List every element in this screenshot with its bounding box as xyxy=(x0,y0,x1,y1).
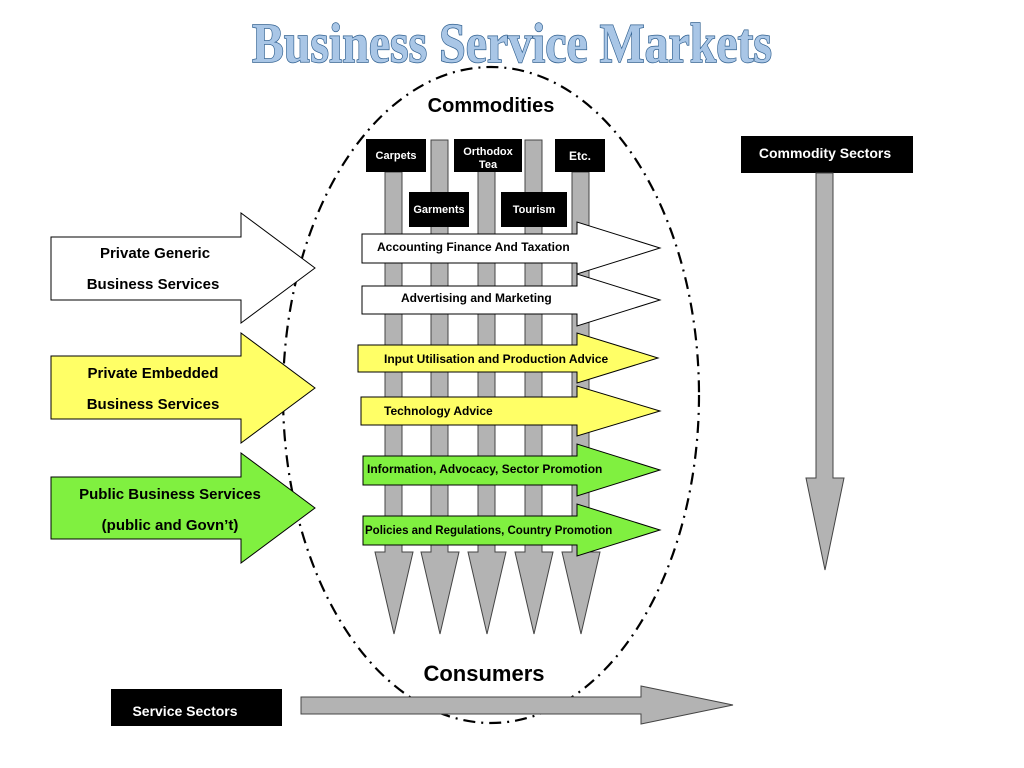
consumers-label: Consumers xyxy=(423,661,544,686)
commodities-label: Commodities xyxy=(428,95,555,117)
service-arrow-information xyxy=(362,443,662,497)
service-arrow-technology xyxy=(360,385,662,437)
service-label-advertising: Advertising and Marketing xyxy=(401,291,552,305)
service-arrow-input xyxy=(357,332,660,384)
provider-arrow-private-embedded xyxy=(50,332,316,444)
service-sectors-label: Service Sectors xyxy=(132,703,237,719)
private-embedded-line2: Business Services xyxy=(87,396,220,413)
orthodox-tea-box xyxy=(454,139,522,172)
service-labels: Accounting Finance And Taxation Advertis… xyxy=(365,240,612,537)
garments-box xyxy=(409,192,469,227)
private-generic-line2: Business Services xyxy=(87,276,220,293)
service-label-accounting: Accounting Finance And Taxation xyxy=(377,240,570,254)
shaft-orthodox-tea xyxy=(467,139,507,635)
private-generic-line1: Private Generic xyxy=(100,245,210,262)
orthodox-tea-label-line1: Orthodox xyxy=(463,146,513,158)
service-arrow-policies xyxy=(362,503,662,557)
commodity-labels: Carpets Orthodox Tea Etc. Garments Touri… xyxy=(366,139,605,227)
service-label-technology: Technology Advice xyxy=(384,404,493,418)
commodity-sectors-box xyxy=(741,136,913,173)
service-label-information: Information, Advocacy, Sector Promotion xyxy=(367,462,602,476)
public-services-line1: Public Business Services xyxy=(79,486,261,503)
service-arrow-advertising xyxy=(361,273,662,327)
market-boundary-ellipse xyxy=(281,65,701,725)
service-sectors-box xyxy=(111,689,282,726)
provider-arrow-private-generic xyxy=(50,212,316,324)
provider-labels: Private Generic Business Services Privat… xyxy=(79,245,261,534)
orthodox-tea-label-line2: Tea xyxy=(479,159,498,171)
provider-arrow-public xyxy=(50,452,316,564)
provider-arrows xyxy=(50,212,316,564)
service-label-input: Input Utilisation and Production Advice xyxy=(384,352,609,366)
carpets-label: Carpets xyxy=(376,150,417,162)
diagram-title: Business Service Markets xyxy=(252,13,772,75)
commodity-sectors-label: Commodity Sectors xyxy=(759,145,891,161)
service-arrows xyxy=(357,221,662,557)
garments-label: Garments xyxy=(413,204,464,216)
tourism-box xyxy=(501,192,567,227)
service-arrow-accounting xyxy=(361,221,662,275)
service-label-policies: Policies and Regulations, Country Promot… xyxy=(365,525,612,537)
etc-label: Etc. xyxy=(569,149,591,163)
tourism-label: Tourism xyxy=(513,204,556,216)
private-embedded-line1: Private Embedded xyxy=(88,365,219,382)
commodity-sectors-arrow xyxy=(805,172,845,571)
carpets-box xyxy=(366,139,426,172)
public-services-line2: (public and Govn’t) xyxy=(102,517,239,534)
etc-box xyxy=(555,139,605,172)
service-sectors-arrow xyxy=(300,685,734,725)
